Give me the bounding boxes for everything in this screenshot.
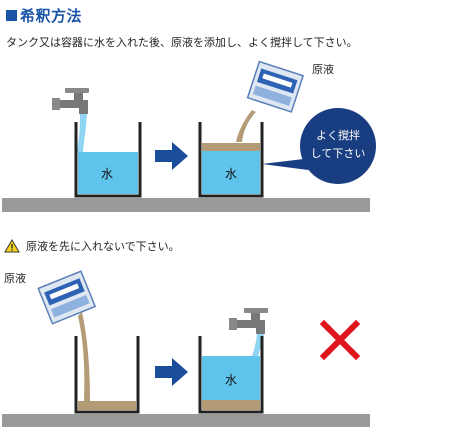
concentrate-label: 原液	[312, 62, 334, 76]
warning-icon	[4, 239, 20, 253]
concentrate-stream	[236, 110, 256, 142]
arrow-right-icon	[155, 142, 188, 170]
section-title-text: 希釈方法	[20, 7, 83, 25]
warning-text: 原液を先に入れないで下さい。	[26, 240, 180, 253]
arrow-right-icon-2	[155, 358, 188, 386]
container-concentrate-first	[74, 336, 140, 414]
container-water-only: 水	[74, 122, 142, 198]
water-label-2: 水	[225, 167, 237, 181]
bubble-line-2: して下さい	[311, 147, 366, 160]
faucet-icon-2	[229, 308, 268, 334]
bottle-icon-2	[37, 270, 97, 325]
bottle-icon	[246, 60, 305, 113]
bubble-line-1: よく撹拌	[316, 128, 360, 142]
container-mixed: 水	[198, 122, 264, 198]
concentrate-stream-2	[78, 312, 90, 402]
water-stream	[77, 114, 87, 152]
section-title: 希釈方法	[6, 5, 82, 26]
stir-speech-bubble: よく撹拌 して下さい	[262, 108, 376, 184]
incorrect-concentrate-label: 原液	[4, 272, 26, 285]
warning-line: 原液を先に入れないで下さい。	[4, 238, 180, 254]
ground-bar-2	[2, 414, 370, 427]
ground-bar	[2, 198, 370, 212]
cross-icon	[319, 319, 361, 361]
instruction-text: タンク又は容器に水を入れた後、原液を添加し、よく撹拌して下さい。	[6, 36, 358, 49]
incorrect-method-illustration: 水	[2, 270, 370, 427]
faucet-icon	[52, 88, 89, 114]
title-square-icon	[6, 10, 17, 21]
container-water-added-later: 水	[198, 336, 264, 414]
water-label-3: 水	[225, 373, 237, 387]
correct-method-illustration: 水 原液 水 よく撹拌 して下さい	[2, 60, 376, 212]
water-label: 水	[101, 167, 113, 181]
